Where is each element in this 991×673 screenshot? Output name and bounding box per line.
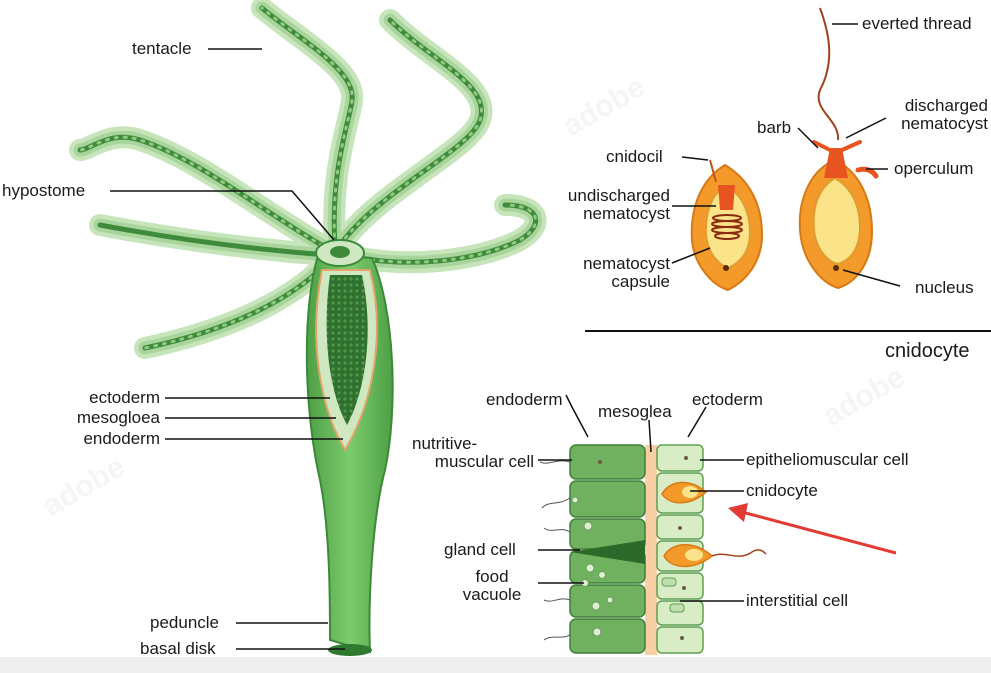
label-nutritive-muscular-cell: nutritive- muscular cell [412,435,534,471]
label-tentacle: tentacle [132,39,192,58]
label-hypostome: hypostome [2,181,86,200]
body-wall-section [539,444,767,655]
cnidocyte-leader-lines [585,23,991,332]
discharged-cnidocyte [798,7,879,290]
label-everted-thread: everted thread [862,14,972,33]
food-line-2: vacuole [462,584,522,604]
label-peduncle: peduncle [150,613,220,632]
hydra-body [305,239,394,656]
capsule-line-2: capsule [611,271,670,291]
label-wall-endoderm: endoderm [486,390,563,409]
label-wall-mesoglea: mesoglea [598,402,672,421]
label-food-vacuole: food vacuole [452,568,532,604]
label-ectoderm: ectoderm [89,388,160,407]
undischarged-cnidocyte [690,159,764,292]
label-discharged-nematocyst: discharged nematocyst [880,97,988,133]
label-cnidocil: cnidocil [606,147,663,166]
label-undischarged-nematocyst: undischarged nematocyst [540,187,670,223]
label-interstitial-cell: interstitial cell [746,591,849,610]
label-mesogloea: mesogloea [76,408,160,427]
label-nematocyst-capsule: nematocyst capsule [560,255,670,291]
red-annotation-arrow [728,503,897,555]
nutritive-line-1: nutritive- [412,434,478,453]
wall-leader-lines [538,394,744,602]
capsule-line-1: nematocyst [583,254,670,273]
discharged-line-2: nematocyst [901,113,988,133]
label-barb: barb [757,118,792,137]
undischarged-line-2: nematocyst [583,203,670,223]
label-wall-ectoderm: ectoderm [692,390,763,409]
section-title-cnidocyte: cnidocyte [885,340,970,362]
label-endoderm: endoderm [83,429,160,448]
discharged-line-1: discharged [904,96,988,115]
hydra-leader-lines [110,48,345,650]
undischarged-line-1: undischarged [567,186,670,205]
label-wall-cnidocyte: cnidocyte [746,481,818,500]
food-line-1: food [475,567,509,586]
label-epitheliomuscular-cell: epitheliomuscular cell [746,450,909,469]
label-operculum: operculum [894,159,974,178]
hydra-tentacles [69,0,547,359]
label-basal-disk: basal disk [140,639,216,658]
footer-strip [0,657,991,673]
nutritive-line-2: muscular cell [434,451,534,471]
label-gland-cell: gland cell [444,540,516,559]
label-nucleus: nucleus [915,278,974,297]
